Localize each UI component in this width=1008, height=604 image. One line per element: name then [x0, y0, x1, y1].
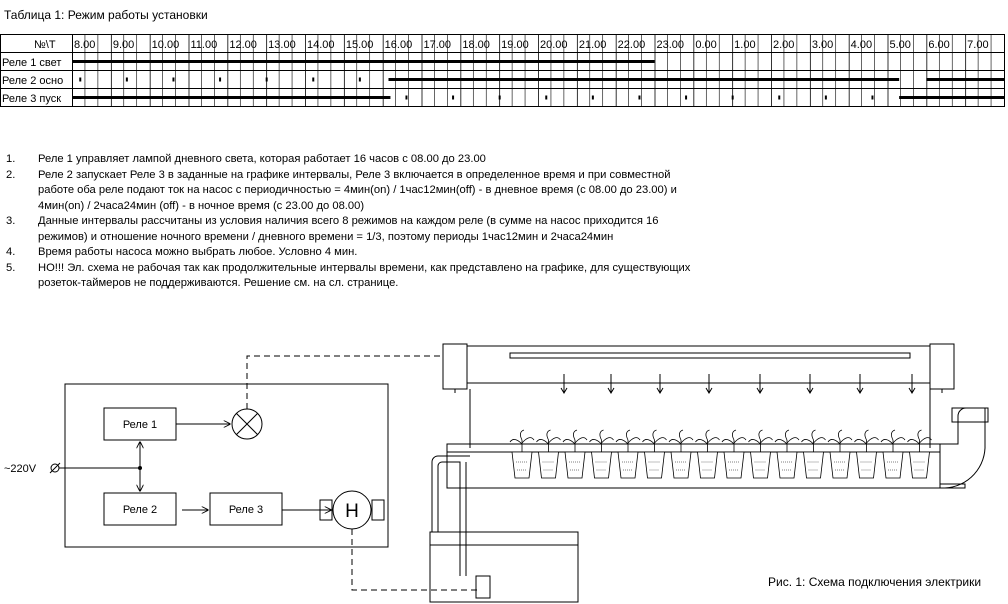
- row-label: Реле 1 свет: [2, 57, 61, 69]
- lamp-wire: [246, 355, 443, 409]
- schedule-table: 8.00 9.00 10.00 11.00 12.00 13.00 14.00 15.00 16…: [0, 34, 1005, 107]
- control-box: [64, 383, 389, 548]
- hour-label: 22.00: [618, 39, 646, 51]
- note-number: 2.: [6, 168, 16, 181]
- light-arrows: [560, 374, 916, 394]
- hour-label: 20.00: [540, 39, 568, 51]
- hour-label: 10.00: [152, 39, 180, 51]
- note-number: 4.: [6, 246, 16, 258]
- row-label: Реле 3 пуск: [2, 93, 61, 105]
- pump-wire: [351, 529, 480, 591]
- hour-label: 4.00: [851, 39, 872, 51]
- lamp-fixture: [442, 343, 955, 393]
- note-number: 3.: [6, 215, 16, 227]
- note-text: Реле 2 запускает Реле 3 в заданные на гр…: [38, 168, 671, 181]
- hour-label: 8.00: [74, 39, 95, 51]
- note-text: 4мин(on) / 2часа24мин (off) - в ночное в…: [38, 199, 365, 212]
- note-text: Время работы насоса можно выбрать любое.…: [38, 246, 358, 258]
- note-item: 2. Реле 2 запускает Реле 3 в заданные на …: [4, 168, 744, 215]
- hour-label: 15.00: [346, 39, 374, 51]
- notes-list: 1. Реле 1 управляет лампой дневного света…: [4, 152, 744, 292]
- plant-pots: [509, 429, 932, 479]
- relay-3-box: [209, 492, 283, 526]
- note-text: Реле 1 управляет лампой дневного света, …: [38, 153, 486, 165]
- hour-label: 2.00: [773, 39, 794, 51]
- hour-label: 14.00: [307, 39, 335, 51]
- lamp-symbol: [231, 408, 263, 440]
- hour-label: 9.00: [113, 39, 134, 51]
- hour-label: 3.00: [812, 39, 833, 51]
- hour-label: 21.00: [579, 39, 607, 51]
- relay-2-box: [103, 492, 177, 526]
- note-text: режимов) и отношение ночного времени / д…: [38, 230, 614, 243]
- hour-label: 17.00: [424, 39, 452, 51]
- wiring-diagram: Реле 1 Реле 2 Реле 3 Н ~220V: [4, 343, 989, 603]
- relay-1-label: Реле 1: [123, 419, 157, 431]
- pump-motor-symbol: Н: [319, 490, 385, 530]
- hour-label: 18.00: [462, 39, 490, 51]
- hour-label: 5.00: [890, 39, 911, 51]
- note-item: 1. Реле 1 управляет лампой дневного света…: [4, 152, 744, 168]
- table-title: Таблица 1: Режим работы установки: [4, 8, 208, 22]
- figure-caption: Рис. 1: Схема подключения электрики: [768, 575, 982, 589]
- note-text: Данные интервалы рассчитаны из условия н…: [38, 215, 659, 227]
- hour-label: 11.00: [191, 39, 218, 51]
- note-number: 5.: [6, 261, 16, 274]
- hour-label: 13.00: [268, 39, 296, 51]
- hour-label: 7.00: [967, 39, 988, 51]
- relay-2-label: Реле 2: [123, 504, 157, 516]
- hour-label: 6.00: [928, 39, 949, 51]
- note-number: 1.: [6, 153, 16, 165]
- hour-label: 16.00: [385, 39, 413, 51]
- header-corner: №\Т: [34, 39, 56, 51]
- note-item: 3. Данные интервалы рассчитаны из условия…: [4, 214, 744, 245]
- note-text: розеток-таймеров не поддерживаются. Реше…: [38, 277, 399, 289]
- hour-label: 1.00: [734, 39, 755, 51]
- note-item: 4. Время работы насоса можно выбрать любо…: [4, 245, 744, 261]
- hour-label: 0.00: [695, 39, 716, 51]
- pump-motor-letter: Н: [345, 501, 359, 522]
- note-text: НО!!! Эл. схема не рабочая так как продо…: [38, 261, 691, 274]
- supply-label: ~220V: [4, 463, 37, 475]
- hour-label: 23.00: [657, 39, 685, 51]
- hour-label: 12.00: [229, 39, 257, 51]
- water-reservoir: [429, 455, 579, 603]
- note-item: 5. НО!!! Эл. схема не рабочая так как про…: [4, 261, 744, 292]
- relay-3-label: Реле 3: [229, 504, 263, 516]
- note-text: работе оба реле подают ток на насос с пе…: [38, 184, 677, 196]
- row-label: Реле 2 осно: [2, 75, 63, 87]
- hour-label: 19.00: [501, 39, 529, 51]
